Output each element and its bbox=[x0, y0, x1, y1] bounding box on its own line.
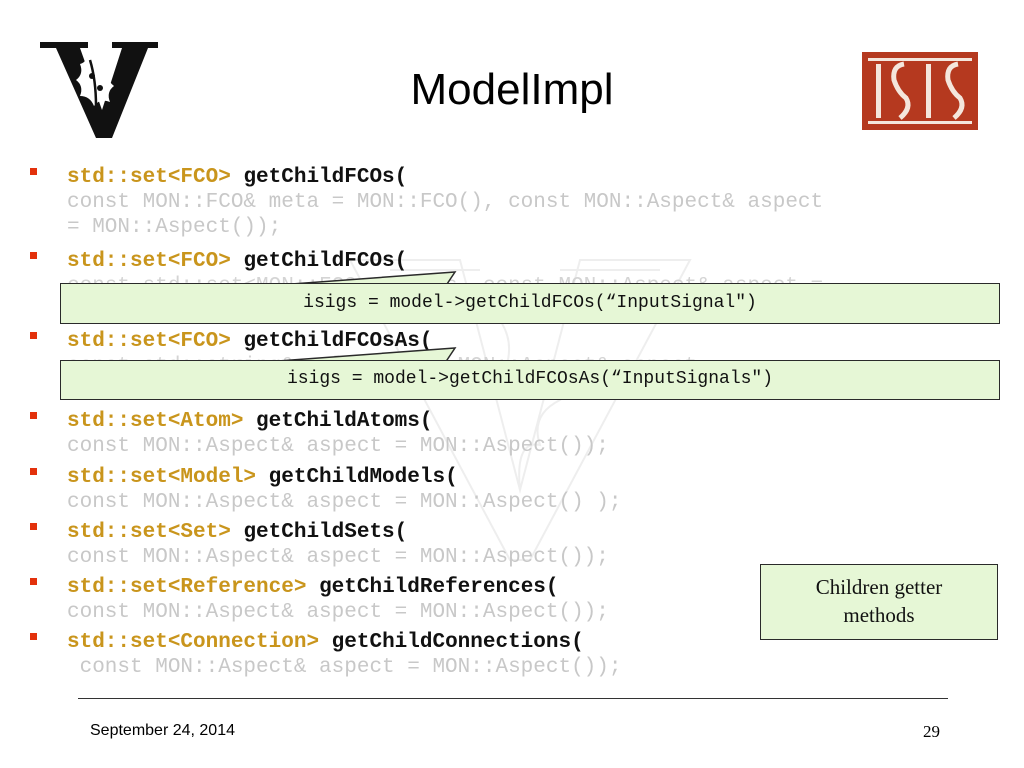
method-name: getChildFCOs( bbox=[243, 250, 408, 273]
list-item: std::set<Atom> getChildAtoms( const MON:… bbox=[30, 409, 1000, 465]
footer-date: September 24, 2014 bbox=[90, 722, 235, 739]
return-type: std::set<Model> bbox=[67, 466, 257, 489]
method-name: getChildConnections( bbox=[331, 631, 584, 654]
bullet-icon bbox=[30, 412, 37, 419]
bullet-icon bbox=[30, 332, 37, 339]
bullet-icon bbox=[30, 468, 37, 475]
return-type: std::set<Set> bbox=[67, 521, 231, 544]
method-name: getChildFCOsAs( bbox=[243, 330, 433, 353]
return-type: std::set<Reference> bbox=[67, 576, 307, 599]
slide-title: ModelImpl bbox=[410, 65, 614, 114]
footer-divider bbox=[78, 698, 948, 699]
bullet-icon bbox=[30, 523, 37, 530]
method-name: getChildModels( bbox=[268, 466, 458, 489]
page-number: 29 bbox=[923, 722, 940, 741]
note-box: Children getter methods bbox=[760, 564, 998, 640]
note-line: Children getter bbox=[815, 575, 943, 599]
method-name: getChildSets( bbox=[243, 521, 408, 544]
method-list: std::set<FCO> getChildFCOs( const MON::F… bbox=[30, 165, 1000, 685]
return-type: std::set<Atom> bbox=[67, 410, 244, 433]
callout-pointer bbox=[250, 347, 457, 364]
return-type: std::set<FCO> bbox=[67, 330, 231, 353]
note-line: methods bbox=[843, 603, 915, 627]
list-item: std::set<Connection> getChildConnections… bbox=[30, 630, 1000, 685]
list-item: std::set<FCO> getChildFCOs( const MON::F… bbox=[30, 165, 1000, 249]
list-item: std::set<Reference> getChildReferences( … bbox=[30, 575, 1000, 630]
bullet-icon bbox=[30, 168, 37, 175]
method-args: const MON::Aspect& aspect = MON::Aspect(… bbox=[67, 435, 609, 458]
bullet-icon bbox=[30, 578, 37, 585]
bullet-icon bbox=[30, 252, 37, 259]
list-item: std::set<Model> getChildModels( const MO… bbox=[30, 465, 1000, 520]
method-name: getChildFCOs( bbox=[243, 166, 408, 189]
method-args: const MON::Aspect& aspect = MON::Aspect(… bbox=[67, 656, 622, 679]
method-args: const MON::Aspect& aspect = MON::Aspect(… bbox=[67, 601, 609, 624]
method-name: getChildReferences( bbox=[319, 576, 559, 599]
method-name: getChildAtoms( bbox=[256, 410, 433, 433]
return-type: std::set<FCO> bbox=[67, 166, 231, 189]
method-args: const MON::Aspect& aspect = MON::Aspect(… bbox=[67, 491, 622, 514]
callout-example-getchildfcos: isigs = model->getChildFCOs(“InputSignal… bbox=[60, 283, 1000, 324]
isis-logo bbox=[862, 52, 978, 130]
method-args: const MON::FCO& meta = MON::FCO(), const… bbox=[67, 191, 824, 214]
bullet-icon bbox=[30, 633, 37, 640]
list-item: std::set<Set> getChildSets( const MON::A… bbox=[30, 520, 1000, 575]
callout-example-getchildfcosas: isigs = model->getChildFCOsAs(“InputSign… bbox=[60, 360, 1000, 400]
method-args: = MON::Aspect()); bbox=[67, 216, 282, 239]
method-args: const MON::Aspect& aspect = MON::Aspect(… bbox=[67, 546, 609, 569]
return-type: std::set<FCO> bbox=[67, 250, 231, 273]
vanderbilt-logo bbox=[40, 42, 158, 138]
return-type: std::set<Connection> bbox=[67, 631, 320, 654]
